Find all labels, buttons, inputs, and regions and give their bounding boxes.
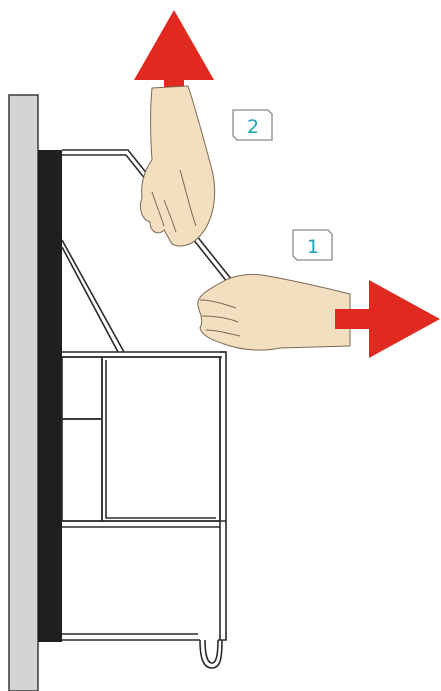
arrow-up-icon [134, 10, 214, 98]
hand-icon [197, 273, 351, 351]
hand-icon [139, 85, 216, 247]
step-1-number: 1 [307, 236, 319, 258]
wall-panel [8, 94, 39, 691]
mounting-strip [38, 150, 62, 642]
step-2-number: 2 [247, 116, 259, 138]
step-1-label: 1 [292, 229, 333, 261]
arrow-right-icon [335, 280, 440, 358]
step-2-label: 2 [232, 109, 273, 141]
cabinet-unit [61, 149, 234, 669]
